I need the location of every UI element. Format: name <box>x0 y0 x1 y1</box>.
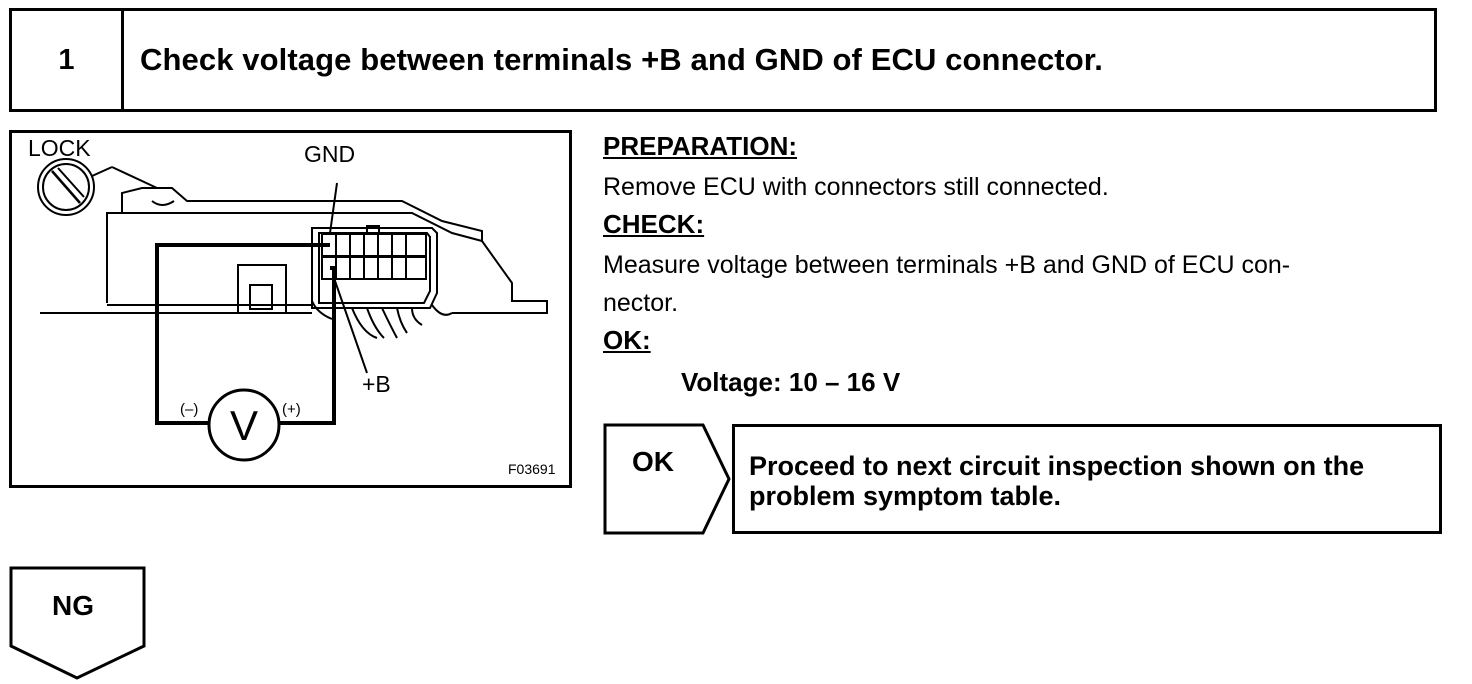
check-heading: CHECK: <box>603 209 705 239</box>
gnd-label: GND <box>304 141 356 167</box>
step-header: 1 Check voltage between terminals +B and… <box>9 8 1437 112</box>
b-pointer-line <box>333 277 368 374</box>
meter-symbol: V <box>230 402 258 449</box>
meter-leads <box>155 243 336 425</box>
ok-value: Voltage: 10 – 16 V <box>681 367 901 397</box>
ng-label: NG <box>52 590 94 621</box>
voltmeter-icon: V <box>207 388 281 462</box>
minus-label: (–) <box>180 401 199 418</box>
ecu-body <box>40 187 548 339</box>
preparation-heading: PREPARATION: <box>603 131 798 161</box>
ecu-diagram: V <box>37 158 548 462</box>
ok-result-line1: Proceed to next circuit inspection shown… <box>749 451 1365 481</box>
step-number: 1 <box>12 11 124 109</box>
ok-result-line2: problem symptom table. <box>749 481 1062 511</box>
ng-arrow-icon <box>9 566 146 680</box>
step-title: Check voltage between terminals +B and G… <box>140 42 1103 77</box>
ok-result-box: Proceed to next circuit inspection shown… <box>732 424 1442 534</box>
check-text-line1: Measure voltage between terminals +B and… <box>603 251 1291 279</box>
instructions: PREPARATION: Remove ECU with connectors … <box>603 128 1443 402</box>
ok-arrow-icon <box>603 423 731 535</box>
ok-heading: OK: <box>603 325 651 355</box>
figure-code: F03691 <box>508 461 556 477</box>
lock-knob-icon <box>37 158 158 216</box>
lock-label: LOCK <box>28 135 91 161</box>
plus-label: (+) <box>282 401 301 418</box>
ok-label: OK <box>632 446 674 477</box>
ecu-connector-figure: V LOCK GND +B (–) (+) F03691 <box>9 130 572 488</box>
preparation-text: Remove ECU with connectors still connect… <box>603 173 1109 201</box>
b-terminal-label: +B <box>362 371 391 397</box>
gnd-pointer-line <box>329 182 338 234</box>
check-text-line2: nector. <box>603 289 679 317</box>
